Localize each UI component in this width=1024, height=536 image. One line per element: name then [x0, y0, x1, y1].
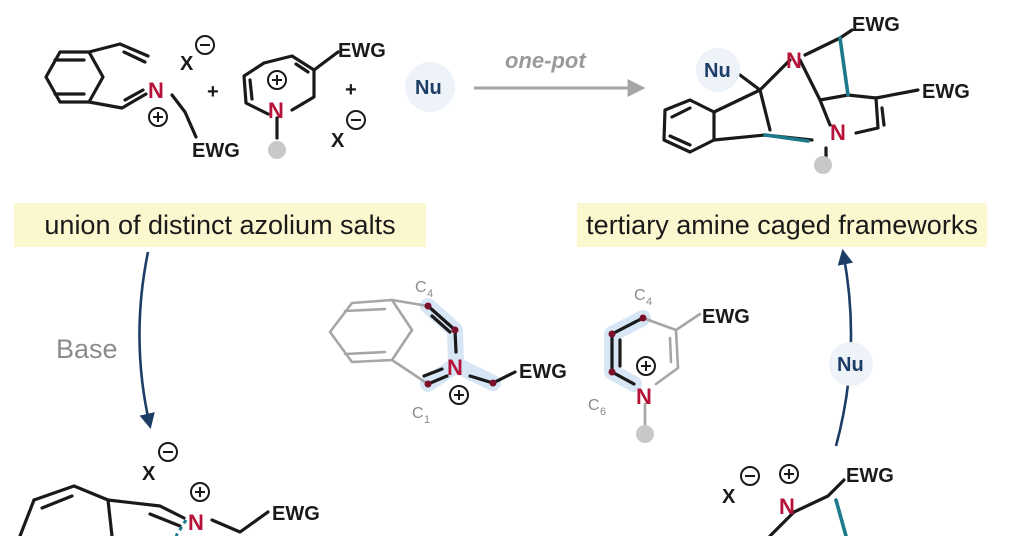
nucleophile-bubble	[405, 62, 455, 112]
c4-subscript: 4	[427, 288, 433, 300]
counterion-x-label-2: X	[331, 130, 345, 152]
bottom-plus-icon	[779, 464, 799, 484]
plus-sign-1: +	[207, 81, 219, 103]
pyridinium-salt: N EWG + X	[242, 40, 386, 159]
product-ewg-label-2: EWG	[922, 81, 970, 103]
center-plus-icon	[449, 385, 469, 405]
ewg-label-1: EWG	[192, 140, 240, 162]
c4-label-pyridinium: C	[634, 287, 646, 304]
counterion-x-label: X	[180, 53, 194, 75]
bottom-ewg-label: EWG	[846, 465, 894, 487]
center-n-label-1: N	[447, 355, 463, 380]
ylide-x-label: X	[142, 463, 156, 485]
left-banner: union of distinct azolium salts	[14, 203, 426, 247]
minus-charge-icon	[195, 35, 215, 55]
center-substituent-dot-icon	[636, 425, 654, 443]
product-nu-bubble	[696, 48, 740, 92]
product-nu-label: Nu	[704, 60, 731, 82]
plus-charge-icon	[148, 107, 168, 127]
arrow-nu-bubble	[829, 342, 873, 386]
nucleophile-label: Nu	[415, 77, 442, 99]
bottom-x-label: X	[722, 486, 736, 508]
ylide-minus-icon	[158, 442, 178, 462]
isoquinolinium-n-label: N	[148, 78, 164, 103]
c6-subscript: 6	[600, 406, 606, 418]
one-pot-label: one-pot	[505, 48, 587, 73]
caged-product: N N Nu EWG EWG	[662, 14, 970, 174]
bottom-minus-icon	[740, 466, 760, 486]
c1-label: C	[412, 405, 424, 422]
minus-charge-icon-2	[346, 110, 366, 130]
bottom-n-label: N	[779, 494, 795, 519]
product-n-label-1: N	[786, 48, 802, 73]
plus-charge-icon-2	[267, 70, 287, 90]
pyridinium-n-label: N	[268, 98, 284, 123]
c6-label: C	[588, 397, 600, 414]
product-ewg-label-1: EWG	[852, 14, 900, 36]
arrow-nu-label: Nu	[837, 354, 864, 376]
ylide-plus-icon	[190, 482, 210, 502]
right-banner-text: tertiary amine caged frameworks	[586, 209, 978, 240]
c4-subscript-pyridinium: 4	[646, 296, 652, 308]
ewg-label-2: EWG	[338, 40, 386, 62]
center-plus-icon-2	[636, 356, 656, 376]
right-banner: tertiary amine caged frameworks	[577, 203, 987, 247]
ylide-intermediate: N X EWG	[18, 442, 320, 536]
product-n-label-2: N	[830, 120, 846, 145]
c1-subscript: 1	[424, 414, 430, 426]
left-banner-text: union of distinct azolium salts	[44, 209, 396, 240]
substituent-dot-icon	[268, 141, 286, 159]
ylide-ewg-label: EWG	[272, 503, 320, 525]
c4-label: C	[415, 279, 427, 296]
base-label: Base	[56, 334, 118, 364]
plus-sign-2: +	[345, 79, 357, 101]
bottom-right-intermediate: N X EWG	[722, 464, 894, 536]
center-ewg-label-2: EWG	[702, 306, 750, 328]
highlighted-pyridinium: N EWG C 4 C 6	[588, 287, 750, 443]
product-substituent-dot-icon	[814, 156, 832, 174]
base-arrow	[138, 251, 155, 430]
highlighted-isoquinolinium: N EWG C 4 C 1	[328, 279, 567, 426]
center-ewg-label-1: EWG	[519, 361, 567, 383]
ylide-n-label: N	[188, 510, 204, 535]
isoquinolinium-salt: N X EWG	[44, 35, 240, 162]
center-n-label-2: N	[636, 384, 652, 409]
